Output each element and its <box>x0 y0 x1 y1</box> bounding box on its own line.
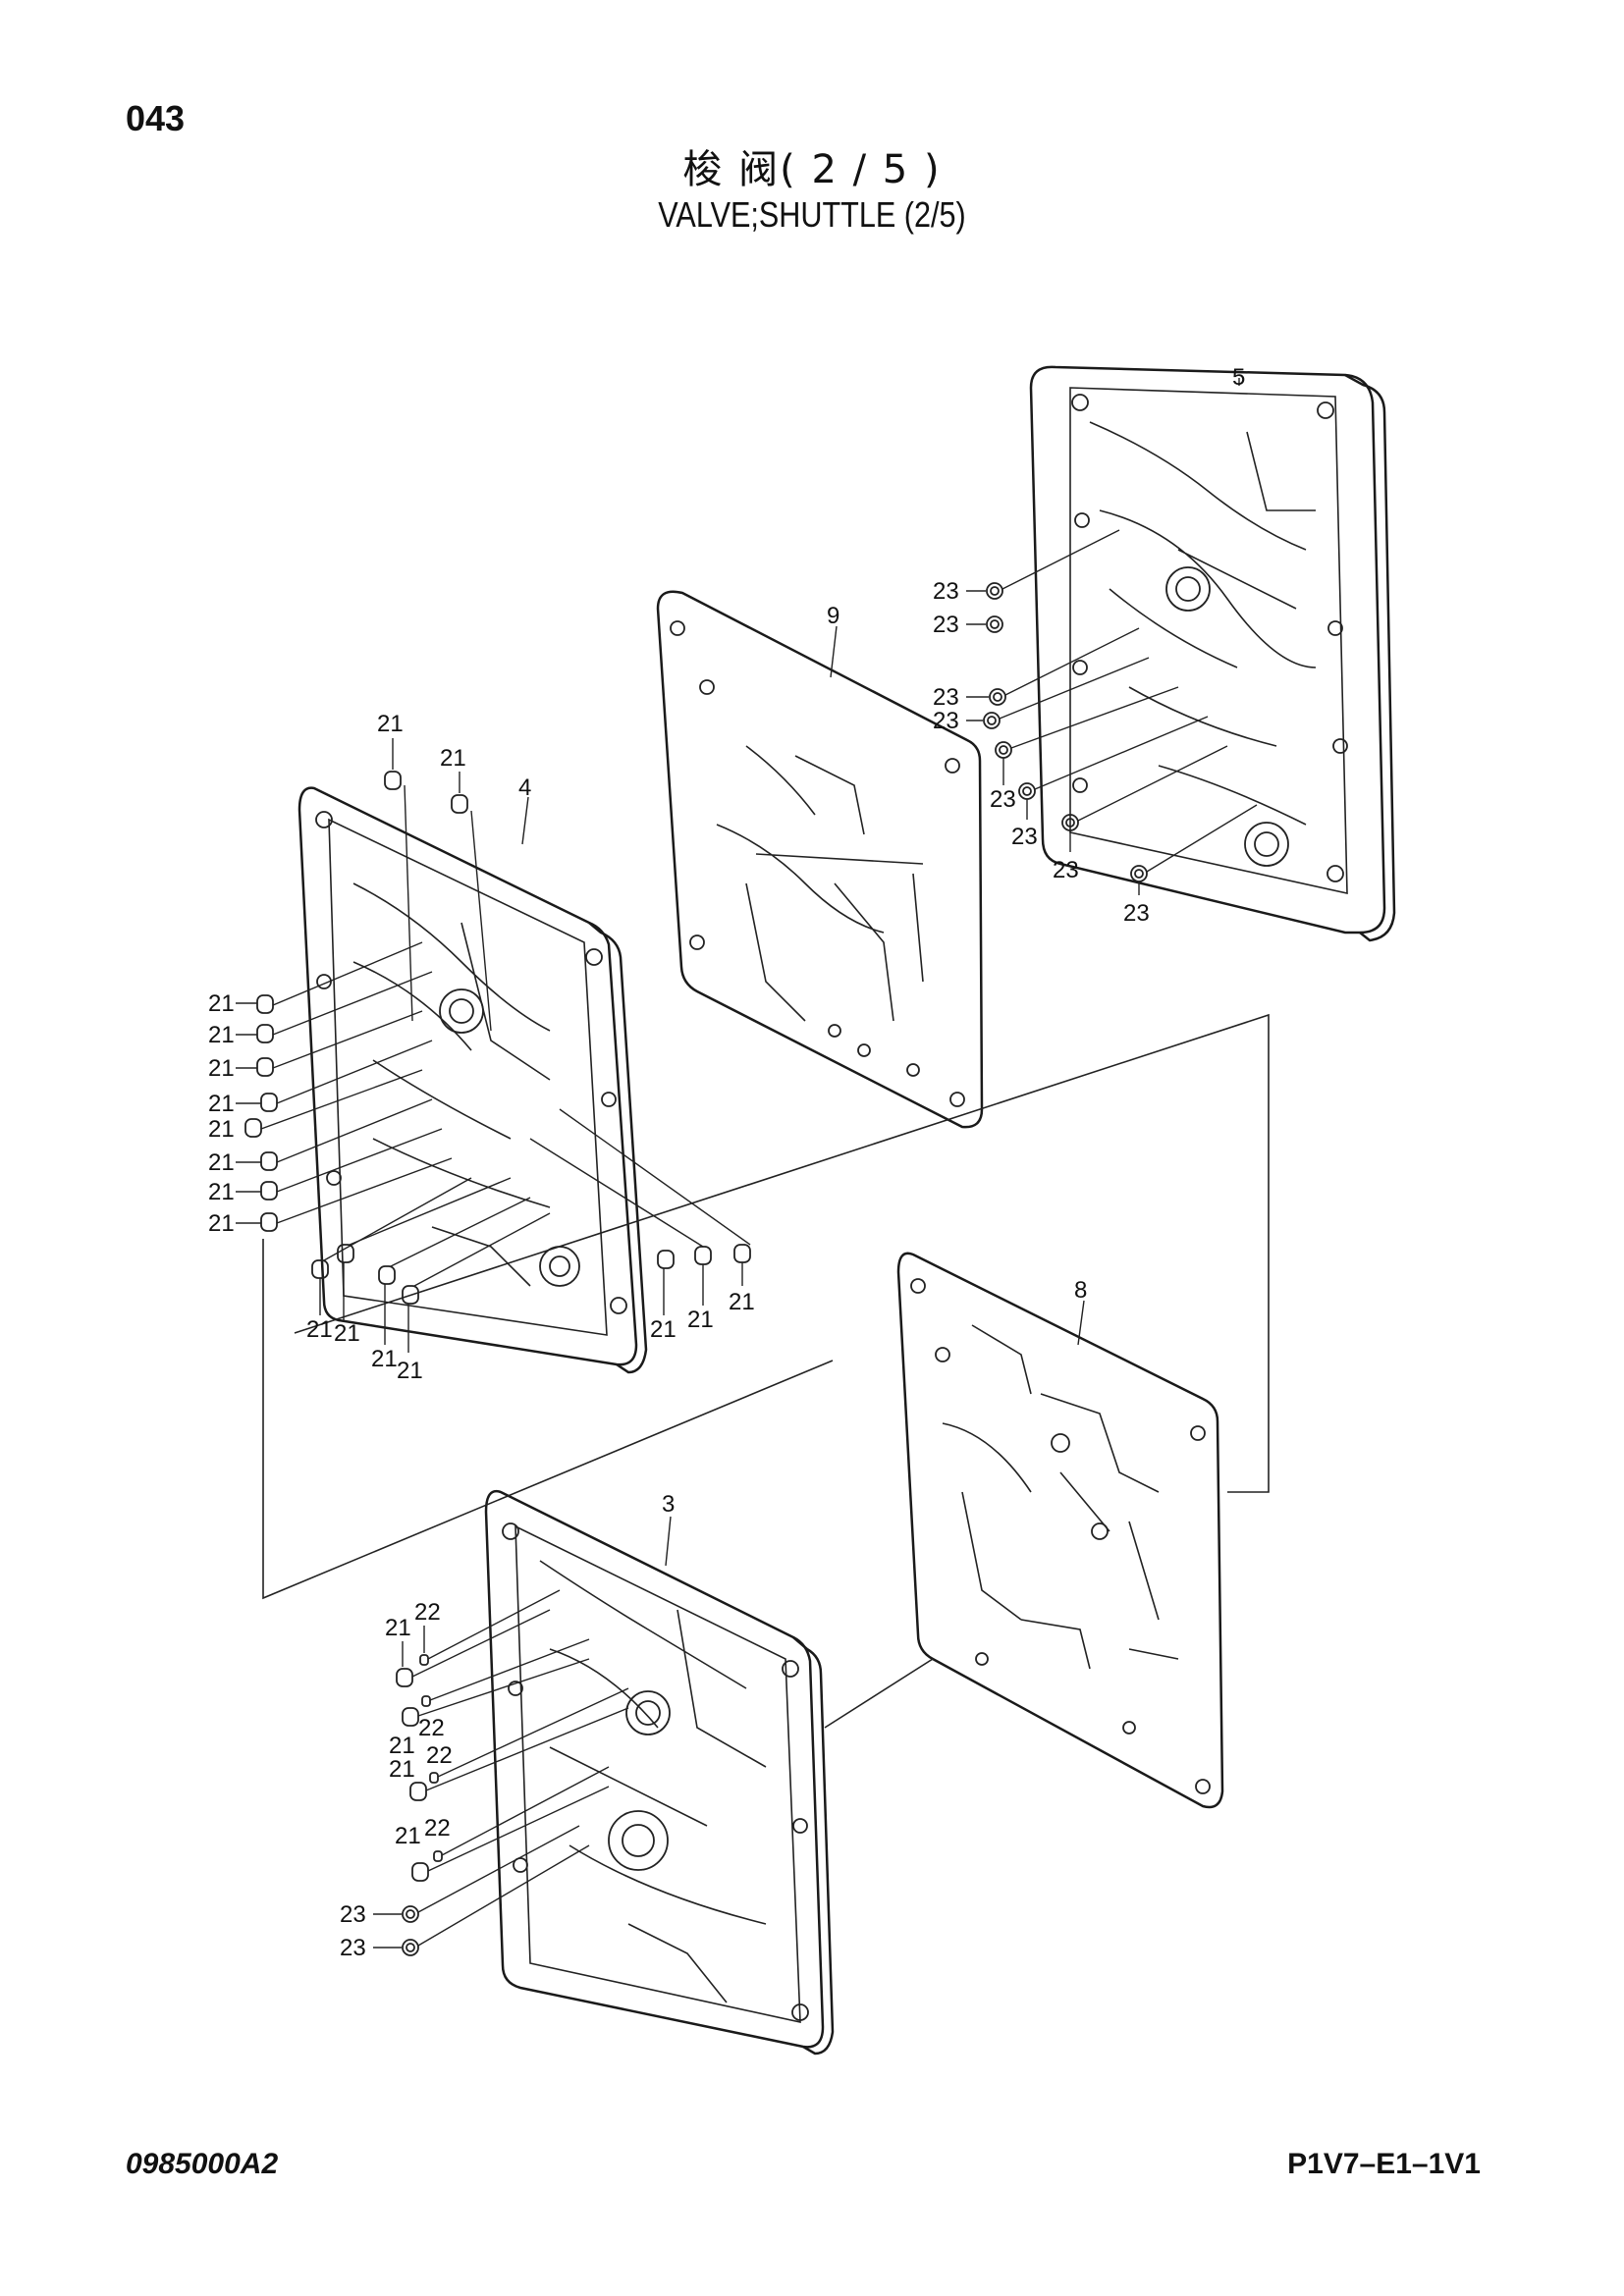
svg-text:21: 21 <box>334 1320 360 1347</box>
svg-text:22: 22 <box>418 1715 445 1741</box>
svg-text:21: 21 <box>371 1346 398 1372</box>
document-code: 0985000A2 <box>126 2148 279 2180</box>
callout-part-4: 4 <box>518 774 531 801</box>
callout-part-8: 8 <box>1074 1277 1087 1304</box>
gasket-8: 8 <box>896 1252 1224 1809</box>
svg-text:21: 21 <box>440 745 466 772</box>
callout-part-5: 5 <box>1232 364 1245 391</box>
model-code: P1V7–E1–1V1 <box>1287 2148 1481 2180</box>
svg-text:21: 21 <box>650 1316 677 1343</box>
svg-text:23: 23 <box>990 786 1016 813</box>
svg-text:23: 23 <box>340 1901 366 1928</box>
svg-text:21: 21 <box>395 1823 421 1849</box>
svg-text:21: 21 <box>208 1116 235 1143</box>
svg-text:21: 21 <box>377 711 404 737</box>
parts-21-22-23-lower: 21 22 22 21 22 21 21 22 23 23 <box>340 1589 629 1961</box>
svg-text:21: 21 <box>208 1022 235 1048</box>
bottom-plug-row: 21 21 21 21 21 21 21 <box>306 1108 755 1384</box>
svg-text:21: 21 <box>208 1210 235 1237</box>
callout-part-9: 9 <box>827 603 839 629</box>
plate-4: 4 <box>298 774 648 1374</box>
callout-part-3: 3 <box>662 1491 675 1518</box>
svg-text:21: 21 <box>306 1316 333 1343</box>
svg-text:21: 21 <box>208 1149 235 1176</box>
svg-text:22: 22 <box>424 1815 451 1842</box>
page-number: 043 <box>126 98 186 138</box>
svg-text:23: 23 <box>1123 900 1150 927</box>
plate-3: 3 <box>484 1489 835 2056</box>
svg-text:21: 21 <box>208 1179 235 1205</box>
svg-text:21: 21 <box>389 1733 415 1759</box>
svg-text:23: 23 <box>933 708 959 734</box>
svg-text:23: 23 <box>1053 857 1079 883</box>
svg-text:21: 21 <box>397 1358 423 1384</box>
svg-text:22: 22 <box>414 1599 441 1626</box>
svg-text:23: 23 <box>1011 824 1038 850</box>
title-chinese: 梭 阀( 2 / 5 ) <box>682 147 942 192</box>
svg-text:23: 23 <box>933 578 959 605</box>
svg-text:21: 21 <box>729 1289 755 1315</box>
parts-23-seals-upper: 23 23 23 23 23 23 23 23 <box>933 529 1258 927</box>
left-plug-column: 21 21 21 21 21 21 21 <box>208 941 453 1237</box>
svg-text:21: 21 <box>687 1307 714 1333</box>
svg-text:21: 21 <box>385 1615 411 1641</box>
svg-text:21: 21 <box>208 990 235 1017</box>
svg-text:23: 23 <box>933 684 959 711</box>
svg-text:21: 21 <box>208 1091 235 1117</box>
svg-text:22: 22 <box>426 1742 453 1769</box>
svg-text:21: 21 <box>389 1756 415 1783</box>
svg-text:21: 21 <box>208 1055 235 1082</box>
phantom-alignment-lines <box>262 1013 1270 1729</box>
title-english: VALVE;SHUTTLE (2/5) <box>658 194 966 235</box>
parts-21-plugs: 21 21 21 21 21 21 21 <box>208 711 755 1384</box>
gasket-9: 9 <box>656 590 984 1129</box>
svg-text:23: 23 <box>933 612 959 638</box>
svg-text:23: 23 <box>340 1935 366 1961</box>
plate-5: 5 <box>1029 364 1396 942</box>
